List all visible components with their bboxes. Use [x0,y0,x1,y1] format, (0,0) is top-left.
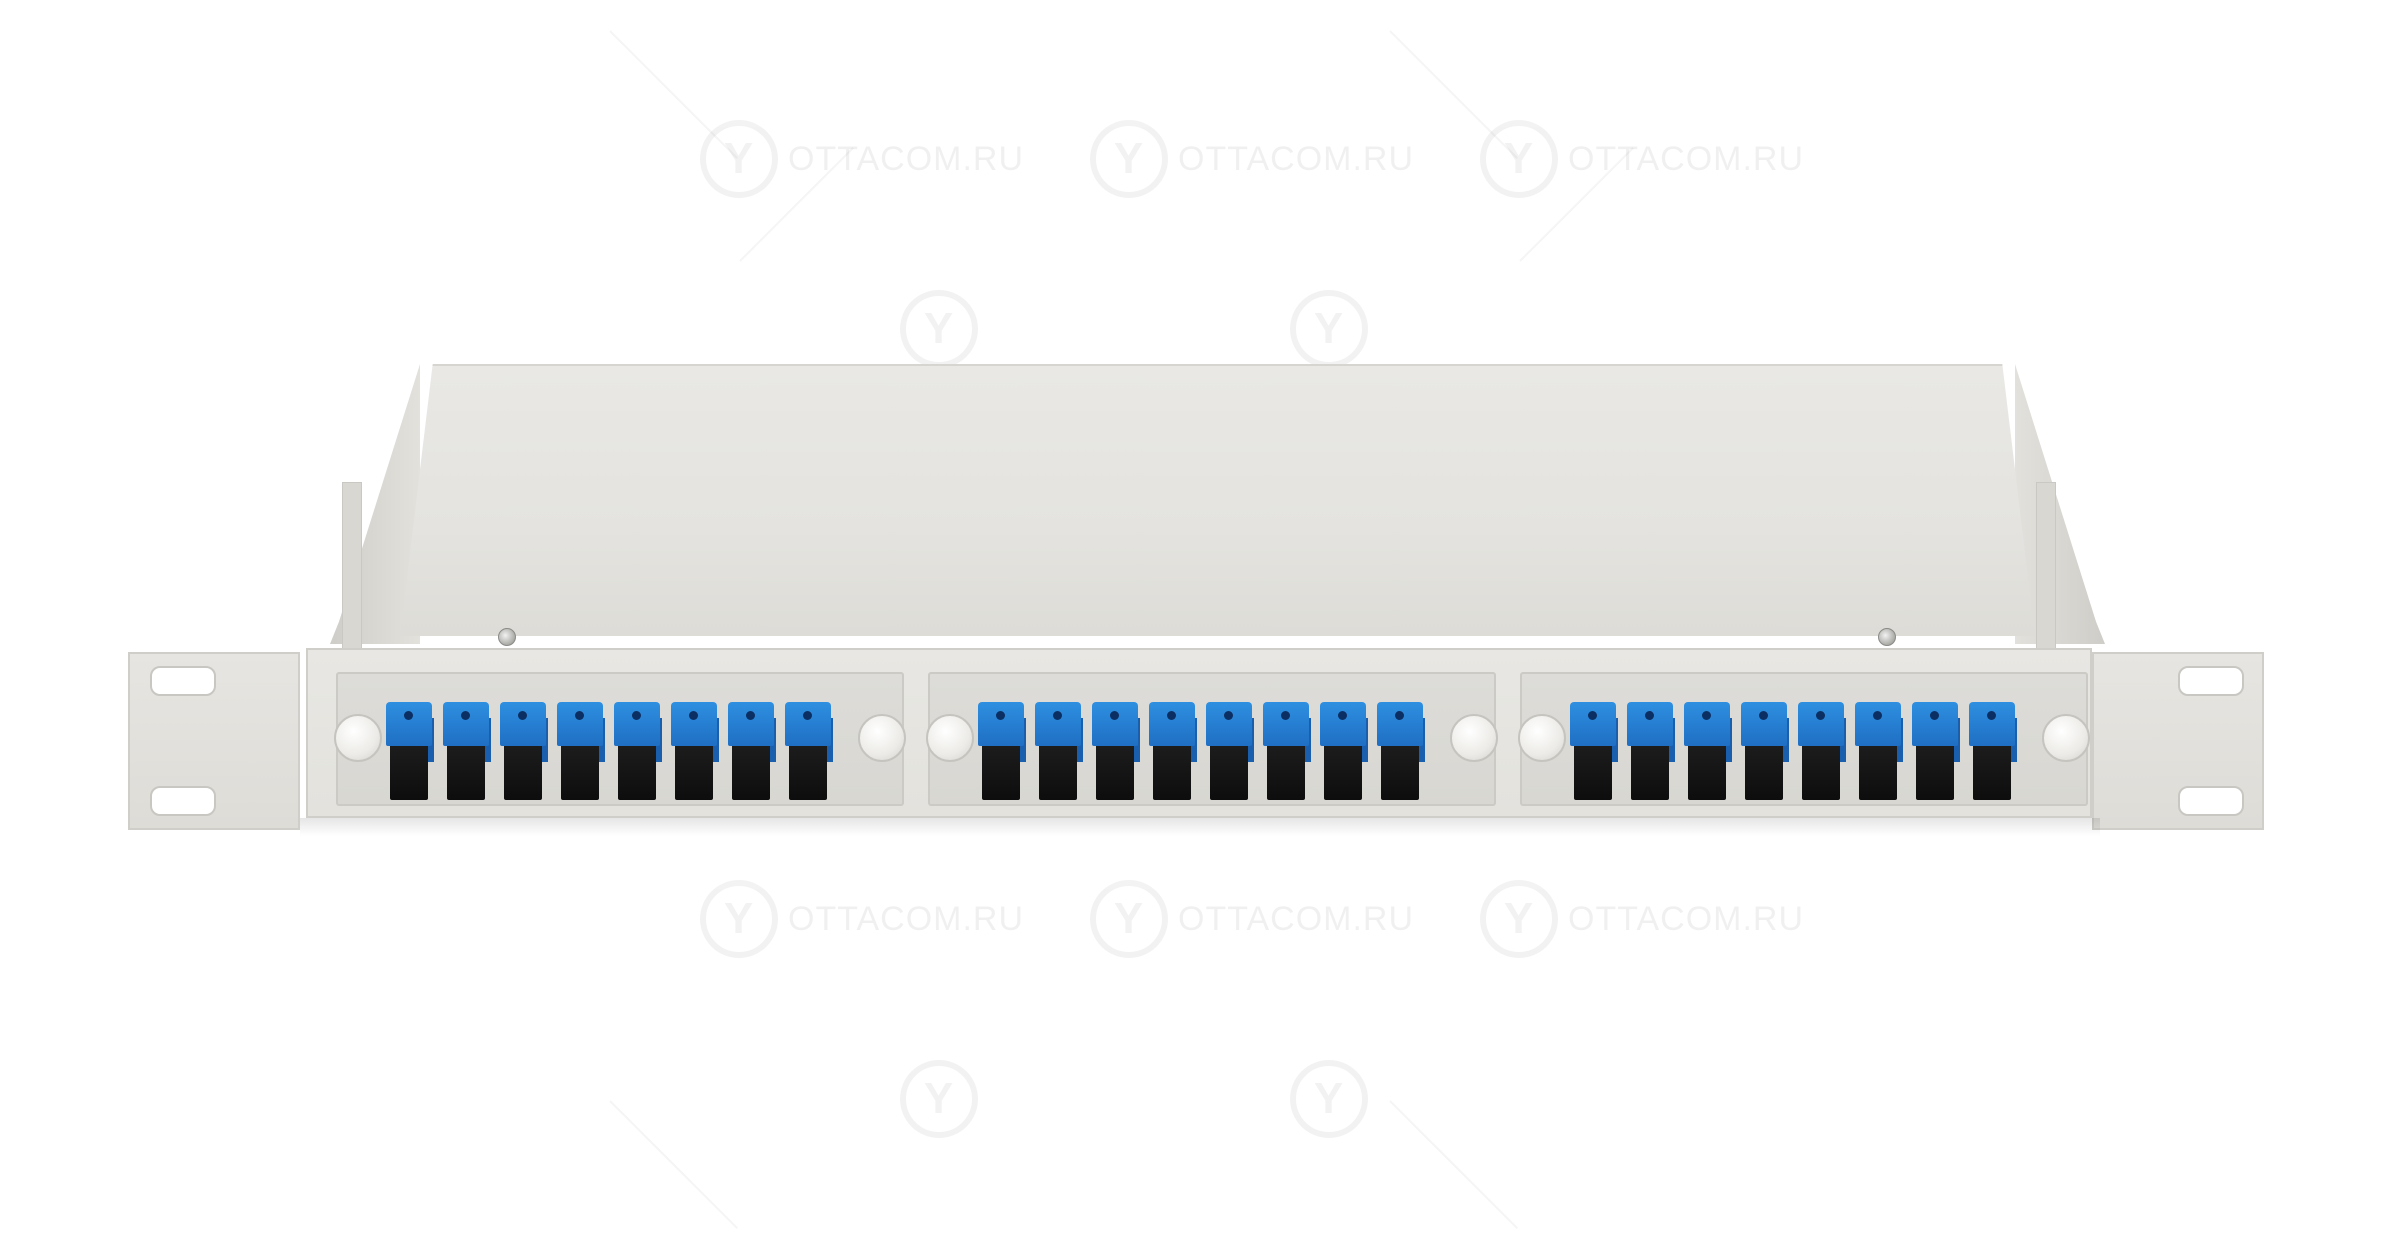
adapter-dust-cap [618,740,656,800]
sc-adapter-port[interactable] [1035,702,1083,800]
sc-adapter-port[interactable] [614,702,662,800]
adapter-blue-housing [1912,702,1958,746]
adapter-dust-cap [561,740,599,800]
sc-adapter-port[interactable] [1092,702,1140,800]
adapter-dust-cap [1859,740,1897,800]
sc-adapter-port[interactable] [1149,702,1197,800]
adapter-module [926,672,1498,806]
adapter-module [334,672,906,806]
adapter-dust-cap [1802,740,1840,800]
adapter-blue-housing [386,702,432,746]
adapter-blue-housing [1741,702,1787,746]
sc-adapter-port[interactable] [1570,702,1618,800]
mounting-ear-right [2092,652,2264,830]
module-latch-button[interactable] [334,714,382,762]
sc-adapter-port[interactable] [1912,702,1960,800]
adapter-blue-housing [1570,702,1616,746]
sc-adapter-port[interactable] [443,702,491,800]
adapter-blue-housing [557,702,603,746]
adapter-blue-housing [614,702,660,746]
sc-adapter-port[interactable] [386,702,434,800]
sc-adapter-port[interactable] [1206,702,1254,800]
adapter-dust-cap [1267,740,1305,800]
adapter-dust-cap [789,740,827,800]
adapter-blue-housing [1092,702,1138,746]
adapter-dust-cap [1973,740,2011,800]
adapter-blue-housing [1149,702,1195,746]
sc-adapter-port[interactable] [1320,702,1368,800]
adapter-dust-cap [1745,740,1783,800]
mounting-slot [2178,786,2244,816]
adapter-dust-cap [1631,740,1669,800]
adapter-dust-cap [1381,740,1419,800]
sc-adapter-port[interactable] [1855,702,1903,800]
adapter-blue-housing [785,702,831,746]
adapter-dust-cap [732,740,770,800]
adapter-module [1518,672,2090,806]
adapter-blue-housing [728,702,774,746]
adapter-dust-cap [1688,740,1726,800]
module-latch-button[interactable] [858,714,906,762]
adapter-dust-cap [1324,740,1362,800]
adapter-dust-cap [1153,740,1191,800]
side-tab-left [342,482,362,652]
mounting-slot [150,666,216,696]
adapter-blue-housing [978,702,1024,746]
sc-adapter-port[interactable] [557,702,605,800]
sc-adapter-port[interactable] [728,702,776,800]
sc-adapter-port[interactable] [1798,702,1846,800]
sc-adapter-port[interactable] [500,702,548,800]
screw-icon [498,628,516,646]
adapter-dust-cap [1916,740,1954,800]
sc-adapter-port[interactable] [1969,702,2017,800]
adapter-blue-housing [1627,702,1673,746]
adapter-blue-housing [1206,702,1252,746]
adapter-dust-cap [1210,740,1248,800]
module-latch-button[interactable] [2042,714,2090,762]
mounting-slot [2178,666,2244,696]
adapter-dust-cap [504,740,542,800]
adapter-dust-cap [447,740,485,800]
module-latch-button[interactable] [1518,714,1566,762]
sc-adapter-port[interactable] [1263,702,1311,800]
module-latch-button[interactable] [926,714,974,762]
adapter-blue-housing [1263,702,1309,746]
adapter-dust-cap [1039,740,1077,800]
module-latch-button[interactable] [1450,714,1498,762]
adapter-blue-housing [1377,702,1423,746]
sc-adapter-port[interactable] [671,702,719,800]
mounting-ear-left [128,652,300,830]
adapter-blue-housing [443,702,489,746]
adapter-blue-housing [500,702,546,746]
top-cover [400,364,2035,636]
adapter-blue-housing [1320,702,1366,746]
floor-shadow [300,818,2100,836]
sc-adapter-port[interactable] [1627,702,1675,800]
adapter-blue-housing [1969,702,2015,746]
adapter-blue-housing [1855,702,1901,746]
sc-adapter-port[interactable] [785,702,833,800]
sc-adapter-port[interactable] [978,702,1026,800]
sc-adapter-port[interactable] [1377,702,1425,800]
mounting-slot [150,786,216,816]
sc-adapter-port[interactable] [1741,702,1789,800]
sc-adapter-port[interactable] [1684,702,1732,800]
adapter-dust-cap [982,740,1020,800]
adapter-blue-housing [1035,702,1081,746]
adapter-blue-housing [1798,702,1844,746]
adapter-dust-cap [1574,740,1612,800]
adapter-dust-cap [675,740,713,800]
adapter-blue-housing [1684,702,1730,746]
adapter-dust-cap [1096,740,1134,800]
adapter-blue-housing [671,702,717,746]
adapter-dust-cap [390,740,428,800]
screw-icon [1878,628,1896,646]
side-tab-right [2036,482,2056,652]
